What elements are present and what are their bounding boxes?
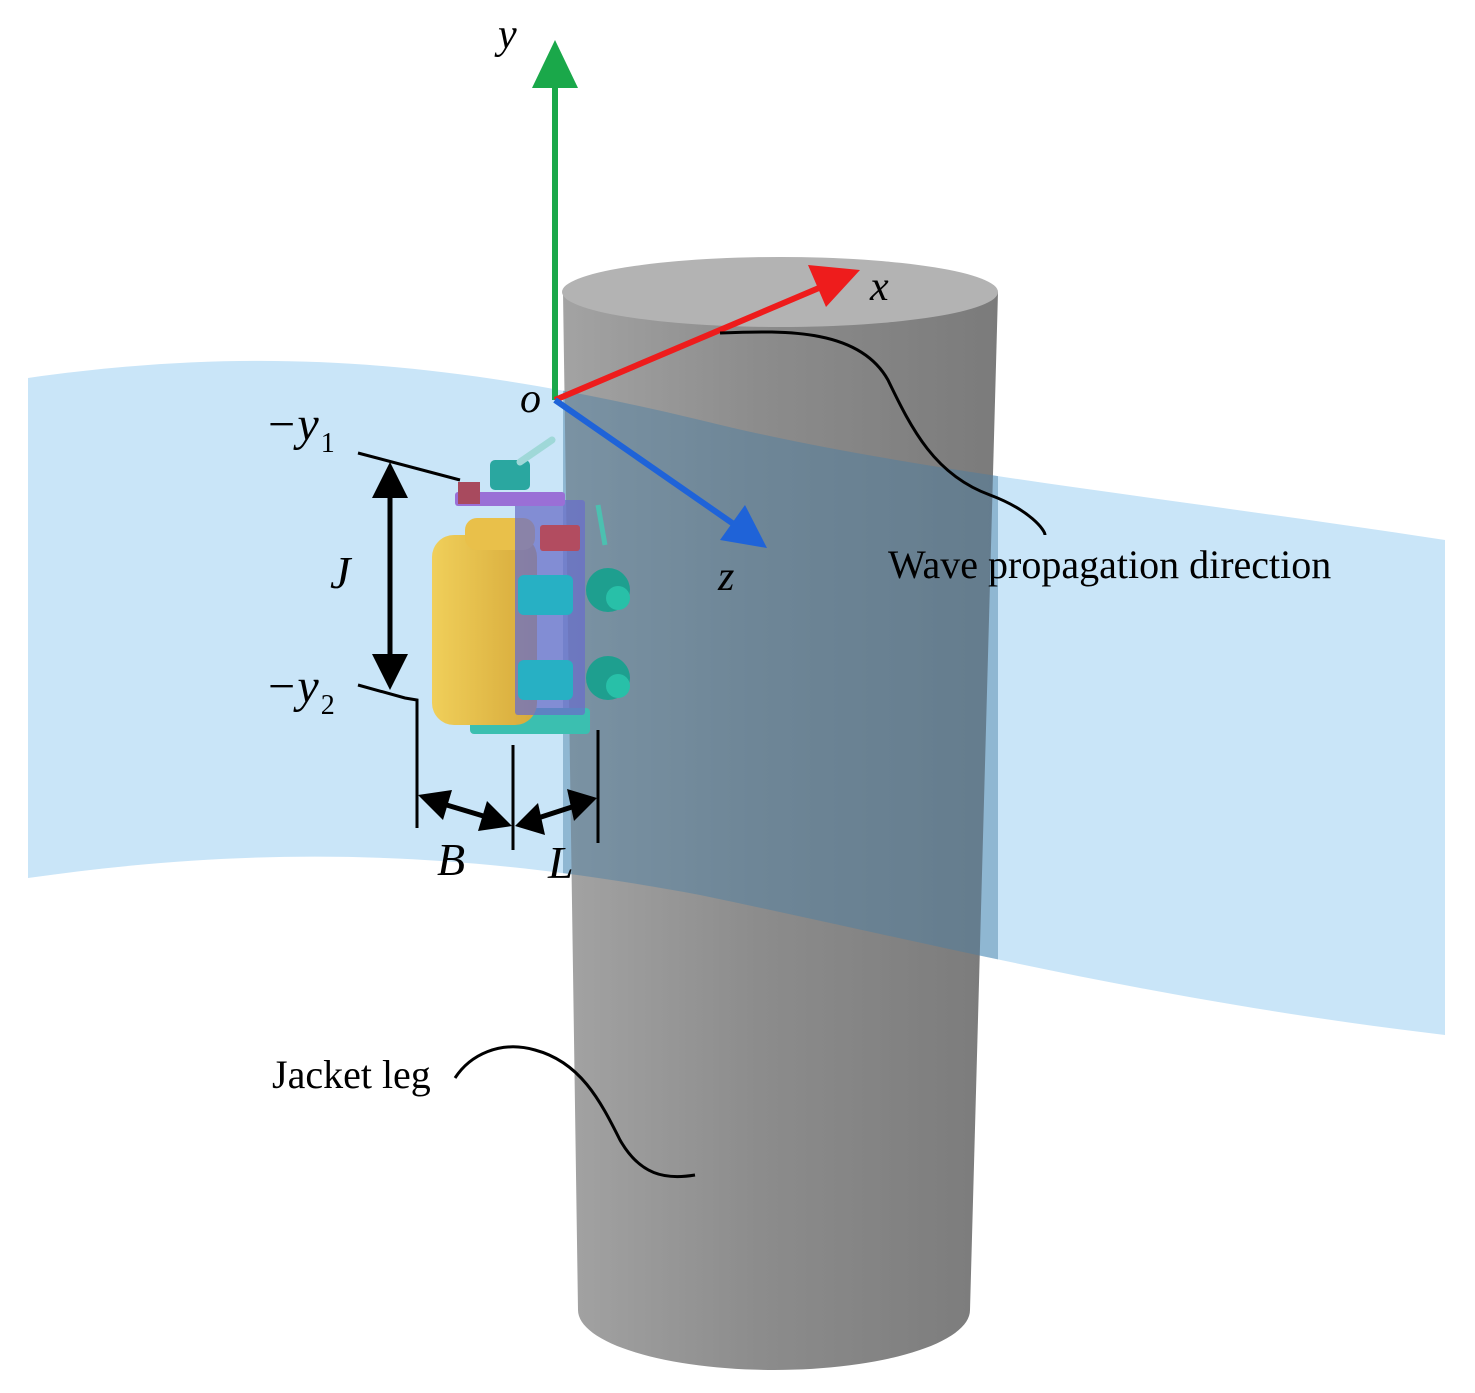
robot-float bbox=[432, 535, 537, 725]
robot-arm bbox=[516, 436, 556, 466]
z-axis-line bbox=[553, 397, 737, 528]
l-label: L bbox=[547, 837, 574, 888]
robot-red-block-right bbox=[540, 525, 580, 551]
z-axis-arrowhead bbox=[720, 505, 767, 548]
neg-y1-reference-line bbox=[357, 451, 461, 482]
x-axis-arrowhead bbox=[808, 265, 860, 307]
robot-cyan-module-lower bbox=[518, 660, 573, 700]
origin-label: o bbox=[520, 376, 541, 422]
l-arrow-left bbox=[515, 803, 545, 835]
z-axis-label: z bbox=[717, 554, 734, 600]
x-axis-label: x bbox=[869, 264, 889, 310]
j-arrow-bottom bbox=[372, 654, 408, 690]
jacket-leg bbox=[562, 257, 998, 1370]
robot-wheel-lower-hub bbox=[606, 674, 630, 698]
b-label: B bbox=[437, 834, 465, 885]
robot-cyan-module-upper bbox=[518, 575, 573, 615]
b-arrow-right bbox=[478, 801, 512, 831]
j-arrow-top bbox=[372, 462, 408, 498]
wave-direction-label: Wave propagation direction bbox=[888, 542, 1331, 587]
wave-band-overlay bbox=[563, 360, 998, 1035]
coordinate-axes bbox=[532, 40, 860, 548]
robot-side-rod bbox=[595, 504, 608, 546]
robot-red-block-left bbox=[458, 482, 480, 504]
l-dimension-line bbox=[537, 803, 576, 821]
x-axis-line bbox=[553, 282, 828, 403]
j-label: J bbox=[330, 547, 353, 598]
neg-y1-label: −y1 bbox=[265, 398, 335, 459]
l-arrow-right bbox=[567, 789, 597, 821]
b-dimension-line bbox=[439, 800, 491, 821]
dimension-marks bbox=[357, 451, 600, 850]
y-axis-arrowhead bbox=[532, 40, 578, 88]
jacket-leg-label: Jacket leg bbox=[272, 1052, 431, 1097]
robot-wheel-upper-hub bbox=[606, 586, 630, 610]
neg-y2-reference-line bbox=[357, 683, 419, 828]
neg-y2-label: −y2 bbox=[265, 660, 335, 721]
y-axis-label: y bbox=[494, 12, 517, 58]
robot-motor-head bbox=[490, 460, 530, 490]
jacket-leg-top bbox=[562, 257, 998, 327]
climbing-robot bbox=[432, 436, 630, 734]
jacket-leg-body bbox=[563, 292, 998, 1370]
jacket-leader-line bbox=[453, 1045, 696, 1179]
b-arrow-left bbox=[418, 790, 452, 820]
robot-rail-top bbox=[455, 492, 565, 506]
wave-leader-line bbox=[719, 330, 1047, 536]
